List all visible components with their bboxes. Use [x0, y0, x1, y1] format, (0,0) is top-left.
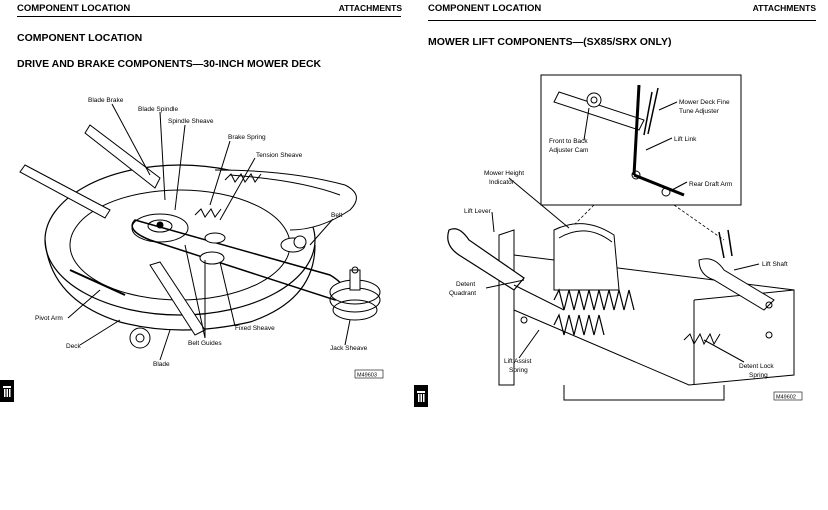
right-header-title: COMPONENT LOCATION [428, 3, 542, 14]
right-figure-title: MOWER LIFT COMPONENTS—(SX85/SRX ONLY) [428, 36, 672, 48]
attachments-tab-icon [2, 384, 12, 398]
label-tune-adjuster: Tune Adjuster [679, 108, 720, 115]
left-attachments-tab [0, 380, 14, 402]
left-header-rule [17, 16, 401, 17]
label-blade-spindle: Blade Spindle [138, 106, 178, 113]
label-mower-height: Mower Height [484, 170, 524, 177]
left-section-title: COMPONENT LOCATION [17, 32, 143, 44]
mower-deck-diagram: Blade Brake Blade Spindle Spindle Sheave… [19, 97, 384, 379]
label-lift-assist: Lift Assist [504, 358, 532, 365]
mower-lift-diagram: Mower Deck Fine Tune Adjuster Front to B… [447, 74, 803, 401]
right-header-rule [428, 20, 816, 21]
label-blade: Blade [153, 361, 170, 368]
label-fixed-sheave: Fixed Sheave [235, 325, 275, 332]
label-detent-lock-spring: Spring [749, 372, 768, 379]
label-indicator: Indicator [489, 179, 515, 186]
left-page: COMPONENT LOCATION ATTACHMENTS COMPONENT… [0, 3, 402, 402]
label-lift-link: Lift Link [674, 136, 697, 143]
left-figure-title: DRIVE AND BRAKE COMPONENTS—30-INCH MOWER… [17, 58, 322, 70]
label-lift-lever: Lift Lever [464, 208, 492, 215]
label-rear-draft-arm: Rear Draft Arm [689, 181, 732, 188]
left-header-title: COMPONENT LOCATION [17, 3, 131, 14]
label-mower-deck-fine: Mower Deck Fine [679, 99, 730, 106]
label-lift-shaft: Lift Shaft [762, 261, 788, 268]
label-front-to-back: Front to Back [549, 138, 588, 145]
label-belt-guides: Belt Guides [188, 340, 222, 347]
label-detent-lock: Detent Lock [739, 363, 774, 370]
label-brake-spring: Brake Spring [228, 134, 266, 141]
right-header-section: ATTACHMENTS [752, 3, 816, 13]
left-header-section: ATTACHMENTS [338, 3, 402, 13]
label-jack-sheave: Jack Sheave [330, 345, 368, 352]
left-figure-code: M49603 [357, 373, 377, 379]
label-quadrant: Quadrant [449, 290, 476, 297]
label-deck: Deck [66, 343, 82, 350]
label-tension-sheave: Tension Sheave [256, 152, 303, 159]
right-figure-code: M49602 [776, 395, 796, 401]
label-detent: Detent [456, 281, 475, 288]
right-page: COMPONENT LOCATION ATTACHMENTS MOWER LIF… [414, 0, 828, 510]
label-lift-assist-spring: Spring [509, 367, 528, 374]
right-attachments-tab [414, 385, 428, 407]
label-pivot-arm: Pivot Arm [35, 315, 63, 322]
label-belt: Belt [331, 212, 342, 219]
label-adjuster-cam: Adjuster Cam [549, 147, 588, 154]
label-blade-brake: Blade Brake [88, 97, 124, 104]
attachments-tab-icon [416, 389, 426, 403]
label-spindle-sheave: Spindle Sheave [168, 118, 214, 125]
